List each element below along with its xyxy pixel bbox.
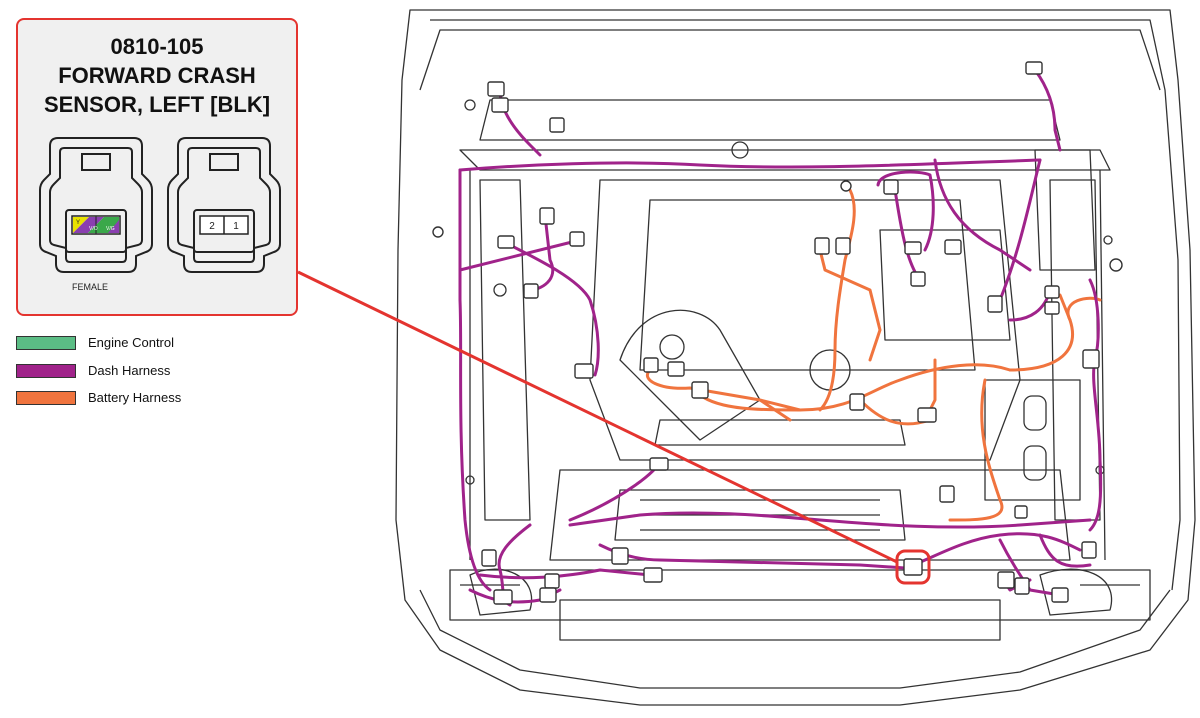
legend-swatch-battery-harness: [16, 391, 76, 405]
connector-title: 0810-105 FORWARD CRASH SENSOR, LEFT [BLK…: [18, 32, 296, 119]
connector-info-panel: 0810-105 FORWARD CRASH SENSOR, LEFT [BLK…: [16, 18, 298, 316]
female-pin-mark-2: V/O: [89, 226, 98, 232]
forward-crash-sensor-connector[interactable]: [895, 549, 931, 585]
connector-name-line1: FORWARD CRASH: [58, 63, 256, 88]
pin-label-1: 1: [233, 221, 239, 232]
pin-label-2: 2: [209, 221, 215, 232]
connector-part-number: 0810-105: [110, 34, 204, 59]
female-pin-mark-1: Y: [76, 220, 80, 226]
pinout-connector-face: 2 1: [167, 137, 281, 273]
legend-item-battery-harness: Battery Harness: [16, 390, 276, 407]
legend-label-engine-control: Engine Control: [88, 335, 174, 350]
legend-swatch-dash-harness: [16, 364, 76, 378]
female-label: FEMALE: [72, 282, 109, 292]
connector-name-line2: SENSOR, LEFT [BLK]: [43, 92, 271, 117]
female-connector-face: Y V/O V/G: [39, 137, 153, 273]
harness-connectors: [432, 61, 1123, 605]
callout-leader-line: [297, 270, 898, 564]
legend-item-engine-control: Engine Control: [16, 335, 276, 352]
legend-item-dash-harness: Dash Harness: [16, 363, 276, 380]
female-pin-mark-3: V/G: [106, 226, 115, 232]
legend-swatch-engine-control: [16, 336, 76, 350]
legend-label-dash-harness: Dash Harness: [88, 363, 171, 378]
legend-label-battery-harness: Battery Harness: [88, 390, 182, 405]
engine-bay-outline: [395, 9, 1196, 706]
